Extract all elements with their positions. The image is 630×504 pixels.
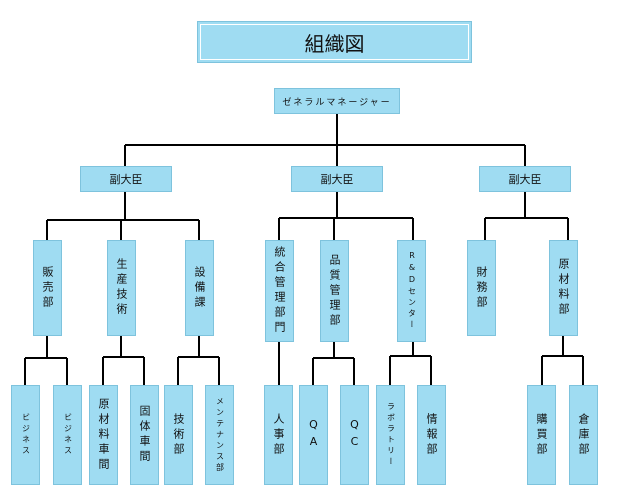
sub-label: QC xyxy=(348,418,361,452)
sub-label: 購買部 xyxy=(535,412,548,458)
chart-title-box: 組織図 xyxy=(197,21,472,63)
dept-label: 原材料部 xyxy=(557,258,570,318)
sub-box-laboratory: ラボラトリー xyxy=(376,385,405,485)
sub-box-purchasing: 購買部 xyxy=(527,385,556,485)
sub-label: 人事部 xyxy=(272,412,285,458)
general-manager-box: ゼネラルマネージャー xyxy=(274,88,400,114)
sub-box-warehouse: 倉庫部 xyxy=(569,385,598,485)
sub-box-hr: 人事部 xyxy=(264,385,293,485)
vice-minister-box-2: 副大臣 xyxy=(291,166,383,192)
vice-minister-box-3: 副大臣 xyxy=(479,166,571,192)
dept-label: 生産技術 xyxy=(115,258,128,318)
sub-box-business-2: ビジネス xyxy=(53,385,82,485)
chart-title: 組織図 xyxy=(304,31,365,56)
vice-minister-label: 副大臣 xyxy=(320,173,354,186)
dept-box-finance: 財務部 xyxy=(467,240,496,336)
dept-box-raw-materials: 原材料部 xyxy=(549,240,578,336)
dept-box-integrated-mgmt: 統合管理部門 xyxy=(265,240,294,342)
sub-box-solid-workshop: 固体車間 xyxy=(130,385,159,485)
sub-box-raw-material-workshop: 原材料車間 xyxy=(89,385,118,485)
vice-minister-box-1: 副大臣 xyxy=(80,166,172,192)
dept-box-quality-mgmt: 品質管理部 xyxy=(320,240,349,342)
dept-label: 販売部 xyxy=(41,265,54,311)
dept-label: 設備課 xyxy=(193,265,206,311)
sub-label: メンテナンス部 xyxy=(215,396,225,474)
sub-label: 倉庫部 xyxy=(577,412,590,458)
vice-minister-label: 副大臣 xyxy=(508,173,542,186)
sub-label: 原材料車間 xyxy=(97,397,110,473)
dept-box-production-tech: 生産技術 xyxy=(107,240,136,336)
sub-box-maintenance: メンテナンス部 xyxy=(205,385,234,485)
dept-box-sales: 販売部 xyxy=(33,240,62,336)
sub-label: ビジネス xyxy=(63,413,73,457)
dept-label: 統合管理部門 xyxy=(273,246,286,336)
sub-box-qc: QC xyxy=(340,385,369,485)
general-manager-label: ゼネラルマネージャー xyxy=(282,97,392,108)
sub-label: ビジネス xyxy=(21,413,31,457)
sub-label: 固体車間 xyxy=(138,405,151,465)
sub-box-tech-dept: 技術部 xyxy=(164,385,193,485)
dept-label: 品質管理部 xyxy=(328,253,341,329)
sub-label: 技術部 xyxy=(172,412,185,458)
sub-box-business-1: ビジネス xyxy=(11,385,40,485)
dept-label: 財務部 xyxy=(475,265,488,311)
sub-box-qa: QA xyxy=(299,385,328,485)
sub-label: ラボラトリー xyxy=(386,402,396,468)
vice-minister-label: 副大臣 xyxy=(109,173,143,186)
sub-box-information: 情報部 xyxy=(417,385,446,485)
sub-label: 情報部 xyxy=(425,412,438,458)
sub-label: QA xyxy=(307,418,320,452)
dept-box-equipment: 設備課 xyxy=(185,240,214,336)
dept-box-rd-center: R&Dセンター xyxy=(397,240,426,342)
dept-label: R&Dセンター xyxy=(407,251,417,331)
